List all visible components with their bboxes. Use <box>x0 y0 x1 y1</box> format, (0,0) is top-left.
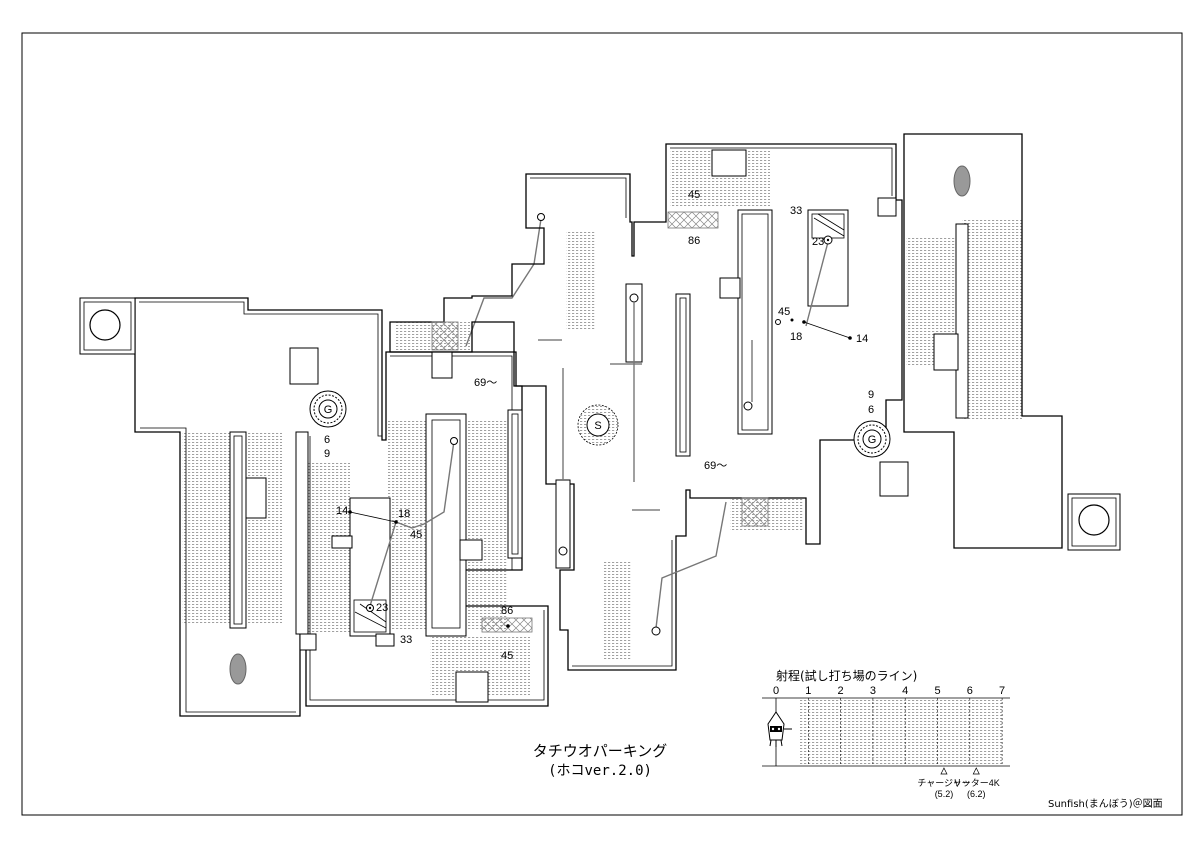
center-section: S 45 86 69～ <box>389 143 903 671</box>
svg-text:6: 6 <box>324 434 330 446</box>
range-tick-1: 1 <box>805 685 811 697</box>
svg-text:86: 86 <box>688 235 700 247</box>
svg-text:45: 45 <box>778 306 790 318</box>
svg-text:9: 9 <box>324 448 330 460</box>
svg-text:45: 45 <box>688 189 700 201</box>
range-scale: 射程(試し打ち場のライン) 0 1 2 3 4 5 6 7 チャージャー(5.2)リッター4K… <box>762 668 1010 799</box>
range-tick-2: 2 <box>838 685 844 697</box>
range-marker-name: リッター4K <box>953 778 1000 788</box>
range-tick-7: 7 <box>999 685 1005 697</box>
range-tick-5: 5 <box>934 685 940 697</box>
range-marker-triangle <box>972 767 980 775</box>
svg-text:86: 86 <box>501 605 513 617</box>
left-tower-circle <box>89 309 121 341</box>
right-outer-wall <box>903 133 1063 549</box>
svg-text:45: 45 <box>410 529 422 541</box>
svg-text:6: 6 <box>868 404 874 416</box>
svg-text:G: G <box>324 404 333 416</box>
range-tick-4: 4 <box>902 685 908 697</box>
svg-text:45: 45 <box>501 650 513 662</box>
range-marker-value: (6.2) <box>967 789 986 799</box>
right-tower-circle <box>1078 504 1110 536</box>
map-title: タチウオパーキング <box>533 742 668 760</box>
svg-text:69～: 69～ <box>474 377 497 389</box>
right-goal: G <box>853 420 891 458</box>
left-goal: G <box>309 390 347 428</box>
svg-text:14: 14 <box>856 333 868 345</box>
range-scale-heading: 射程(試し打ち場のライン) <box>776 668 917 683</box>
svg-text:23: 23 <box>376 602 388 614</box>
left-route <box>369 440 455 607</box>
svg-text:18: 18 <box>398 508 410 520</box>
svg-text:33: 33 <box>400 634 412 646</box>
squid-icon <box>767 711 792 747</box>
svg-text:9: 9 <box>868 389 874 401</box>
svg-text:14: 14 <box>336 505 348 517</box>
range-tick-3: 3 <box>870 685 876 697</box>
sheet-border <box>21 32 1183 816</box>
svg-text:69～: 69～ <box>704 460 727 472</box>
spawn-point: S <box>577 404 619 446</box>
svg-text:33: 33 <box>790 205 802 217</box>
credit-text: Sunfish(まんぼう)＠図面 <box>1048 798 1163 810</box>
svg-text:23: 23 <box>812 236 824 248</box>
range-marker-triangle <box>940 767 948 775</box>
map-subtitle: (ホコver.2.0) <box>548 763 652 779</box>
range-marker-value: (5.2) <box>935 789 954 799</box>
svg-text:S: S <box>594 420 601 432</box>
svg-text:18: 18 <box>790 331 802 343</box>
range-tick-0: 0 <box>773 685 779 697</box>
range-tick-6: 6 <box>967 685 973 697</box>
right-wing: G 45 18 14 23 33 9 6 <box>775 133 1121 551</box>
range-marker-name: チャージャー <box>917 778 970 788</box>
left-wing: G 14 18 45 23 33 86 45 69～ 6 9 <box>79 213 549 717</box>
left-pad <box>229 653 247 685</box>
right-pad <box>953 165 971 197</box>
svg-text:G: G <box>868 434 877 446</box>
center-outer-wall <box>389 143 903 671</box>
